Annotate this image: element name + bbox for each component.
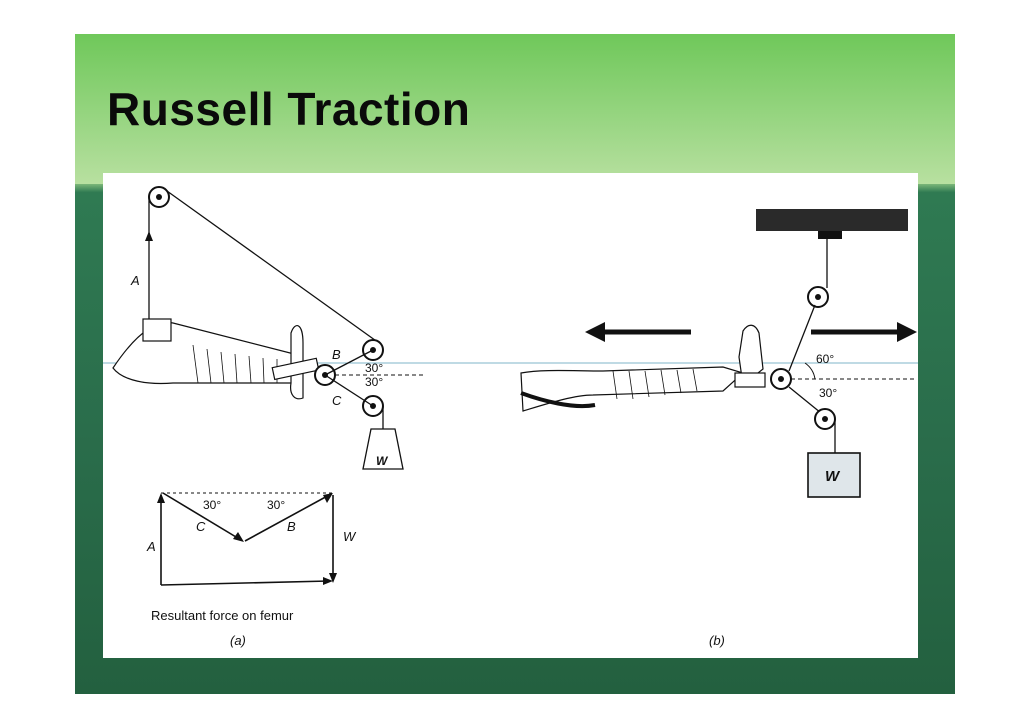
rope-diagonal	[166, 190, 380, 344]
angle-lower-a: 30°	[365, 375, 383, 389]
leg-a	[112, 321, 299, 385]
weight-label-b: W	[825, 468, 841, 485]
ceiling-mount	[756, 209, 908, 231]
diagram-a: A B C 30° 30° W	[112, 186, 423, 470]
vector-angle-left: 30°	[203, 498, 221, 512]
weight-a	[362, 428, 404, 470]
vector-angle-right: 30°	[267, 498, 285, 512]
vector-diagram: 30° 30° C B A W Resultant force on femur…	[146, 492, 357, 648]
vector-label-c: C	[196, 519, 206, 534]
resultant-label: Resultant force on femur	[151, 608, 294, 623]
traction-diagram: A B C 30° 30° W 30° 30°	[103, 186, 918, 648]
label-c: C	[332, 393, 342, 408]
slide-header-band	[75, 34, 955, 184]
slide-title: Russell Traction	[107, 83, 471, 135]
figure-panel: A B C 30° 30° W 30° 30°	[103, 173, 918, 658]
diagram-b: W 60° 30° (b)	[520, 209, 917, 648]
vector-label-w: W	[343, 529, 357, 544]
angle-lower-b: 30°	[819, 386, 837, 400]
vector-label-b: B	[287, 519, 296, 534]
caption-b: (b)	[709, 633, 725, 648]
caption-a: (a)	[230, 633, 246, 648]
angle-upper-a: 30°	[365, 361, 383, 375]
angle-upper-b: 60°	[816, 352, 834, 366]
label-b: B	[332, 347, 341, 362]
weight-b	[807, 452, 861, 498]
label-a: A	[130, 273, 140, 288]
weight-label-a: W	[376, 454, 389, 468]
vector-label-a: A	[146, 539, 156, 554]
